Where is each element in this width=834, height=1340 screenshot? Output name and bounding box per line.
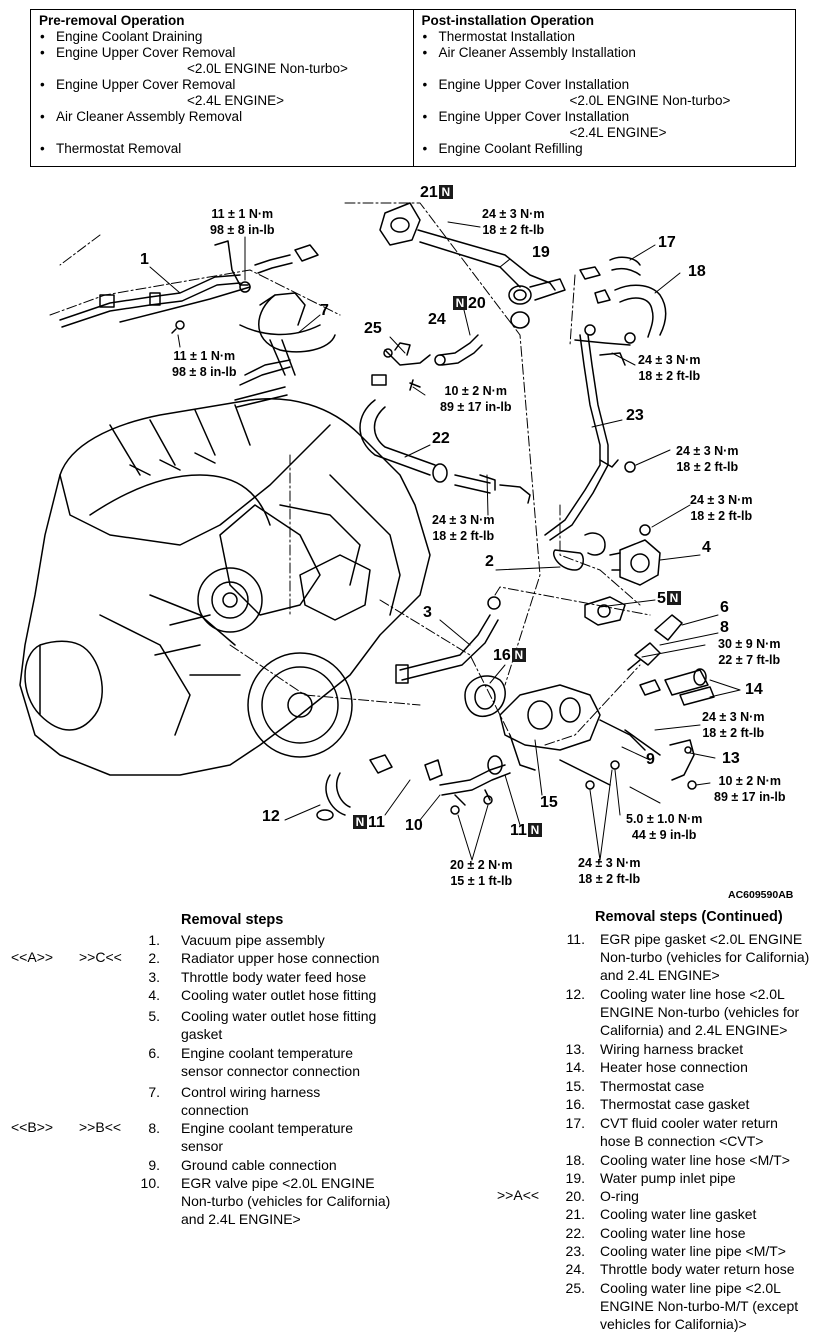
- pre-removal-item: Engine Upper Cover Removal<2.4L ENGINE>: [39, 77, 413, 109]
- pre-removal-item: Air Cleaner Assembly Removal: [39, 109, 413, 125]
- callout-18: 18: [688, 263, 706, 280]
- new-part-marker: N: [527, 823, 542, 837]
- post-installation-column: Post-installation Operation Thermostat I…: [412, 10, 796, 166]
- reference-mark: >>B<<: [79, 1119, 122, 1135]
- new-part-marker: N: [453, 296, 467, 310]
- callout-6: 6: [720, 599, 729, 616]
- callout-14: 14: [745, 681, 763, 698]
- callout-17: 17: [658, 234, 676, 251]
- pre-removal-item: Thermostat Removal: [39, 141, 413, 157]
- callout-22: 22: [432, 430, 450, 447]
- new-part-marker: N: [438, 185, 453, 199]
- callout-15: 15: [540, 794, 558, 811]
- removal-steps-heading: Removal steps: [181, 912, 284, 928]
- pre-removal-list: Engine Coolant Draining Engine Upper Cov…: [39, 29, 413, 157]
- reference-mark: <<A>>: [11, 949, 54, 965]
- post-installation-heading: Post-installation Operation: [421, 13, 595, 28]
- post-installation-item: Air Cleaner Assembly Installation: [422, 45, 796, 61]
- callout-12: 12: [262, 808, 280, 825]
- pre-removal-item: Engine Upper Cover Removal<2.0L ENGINE N…: [39, 45, 413, 77]
- callout-13: 13: [722, 750, 740, 767]
- new-part-marker: N: [353, 815, 367, 829]
- post-installation-item: Engine Upper Cover Installation<2.4L ENG…: [422, 109, 796, 141]
- operations-table: Pre-removal Operation Engine Coolant Dra…: [30, 9, 796, 167]
- callout-19: 19: [532, 244, 550, 261]
- engine-line-drawing: [19, 202, 741, 861]
- reference-mark: >>A<<: [497, 1187, 540, 1203]
- post-installation-item: Engine Coolant Refilling: [422, 141, 796, 157]
- callout-25: 25: [364, 320, 382, 337]
- callout-24: 24: [428, 311, 446, 328]
- reference-mark: >>C<<: [79, 949, 122, 965]
- callout-4: 4: [702, 539, 711, 556]
- figure-code: AC609590AB: [728, 889, 794, 901]
- removal-steps-continued-heading: Removal steps (Continued): [595, 909, 783, 925]
- callout-7: 7: [320, 302, 329, 319]
- callout-10: 10: [405, 817, 423, 834]
- callout-3: 3: [423, 604, 432, 621]
- pre-removal-heading: Pre-removal Operation: [39, 13, 185, 28]
- callout-1: 1: [140, 251, 149, 268]
- callout-8: 8: [720, 619, 729, 636]
- callout-23: 23: [626, 407, 644, 424]
- post-installation-list: Thermostat Installation Air Cleaner Asse…: [422, 29, 796, 157]
- post-installation-item: Thermostat Installation: [422, 29, 796, 45]
- pre-removal-item: Engine Coolant Draining: [39, 29, 413, 45]
- callout-9: 9: [646, 751, 655, 768]
- reference-mark: <<B>>: [11, 1119, 54, 1135]
- pre-removal-column: Pre-removal Operation Engine Coolant Dra…: [31, 10, 413, 166]
- callout-2: 2: [485, 553, 494, 570]
- new-part-marker: N: [666, 591, 681, 605]
- new-part-marker: N: [511, 648, 526, 662]
- post-installation-item: Engine Upper Cover Installation<2.0L ENG…: [422, 77, 796, 109]
